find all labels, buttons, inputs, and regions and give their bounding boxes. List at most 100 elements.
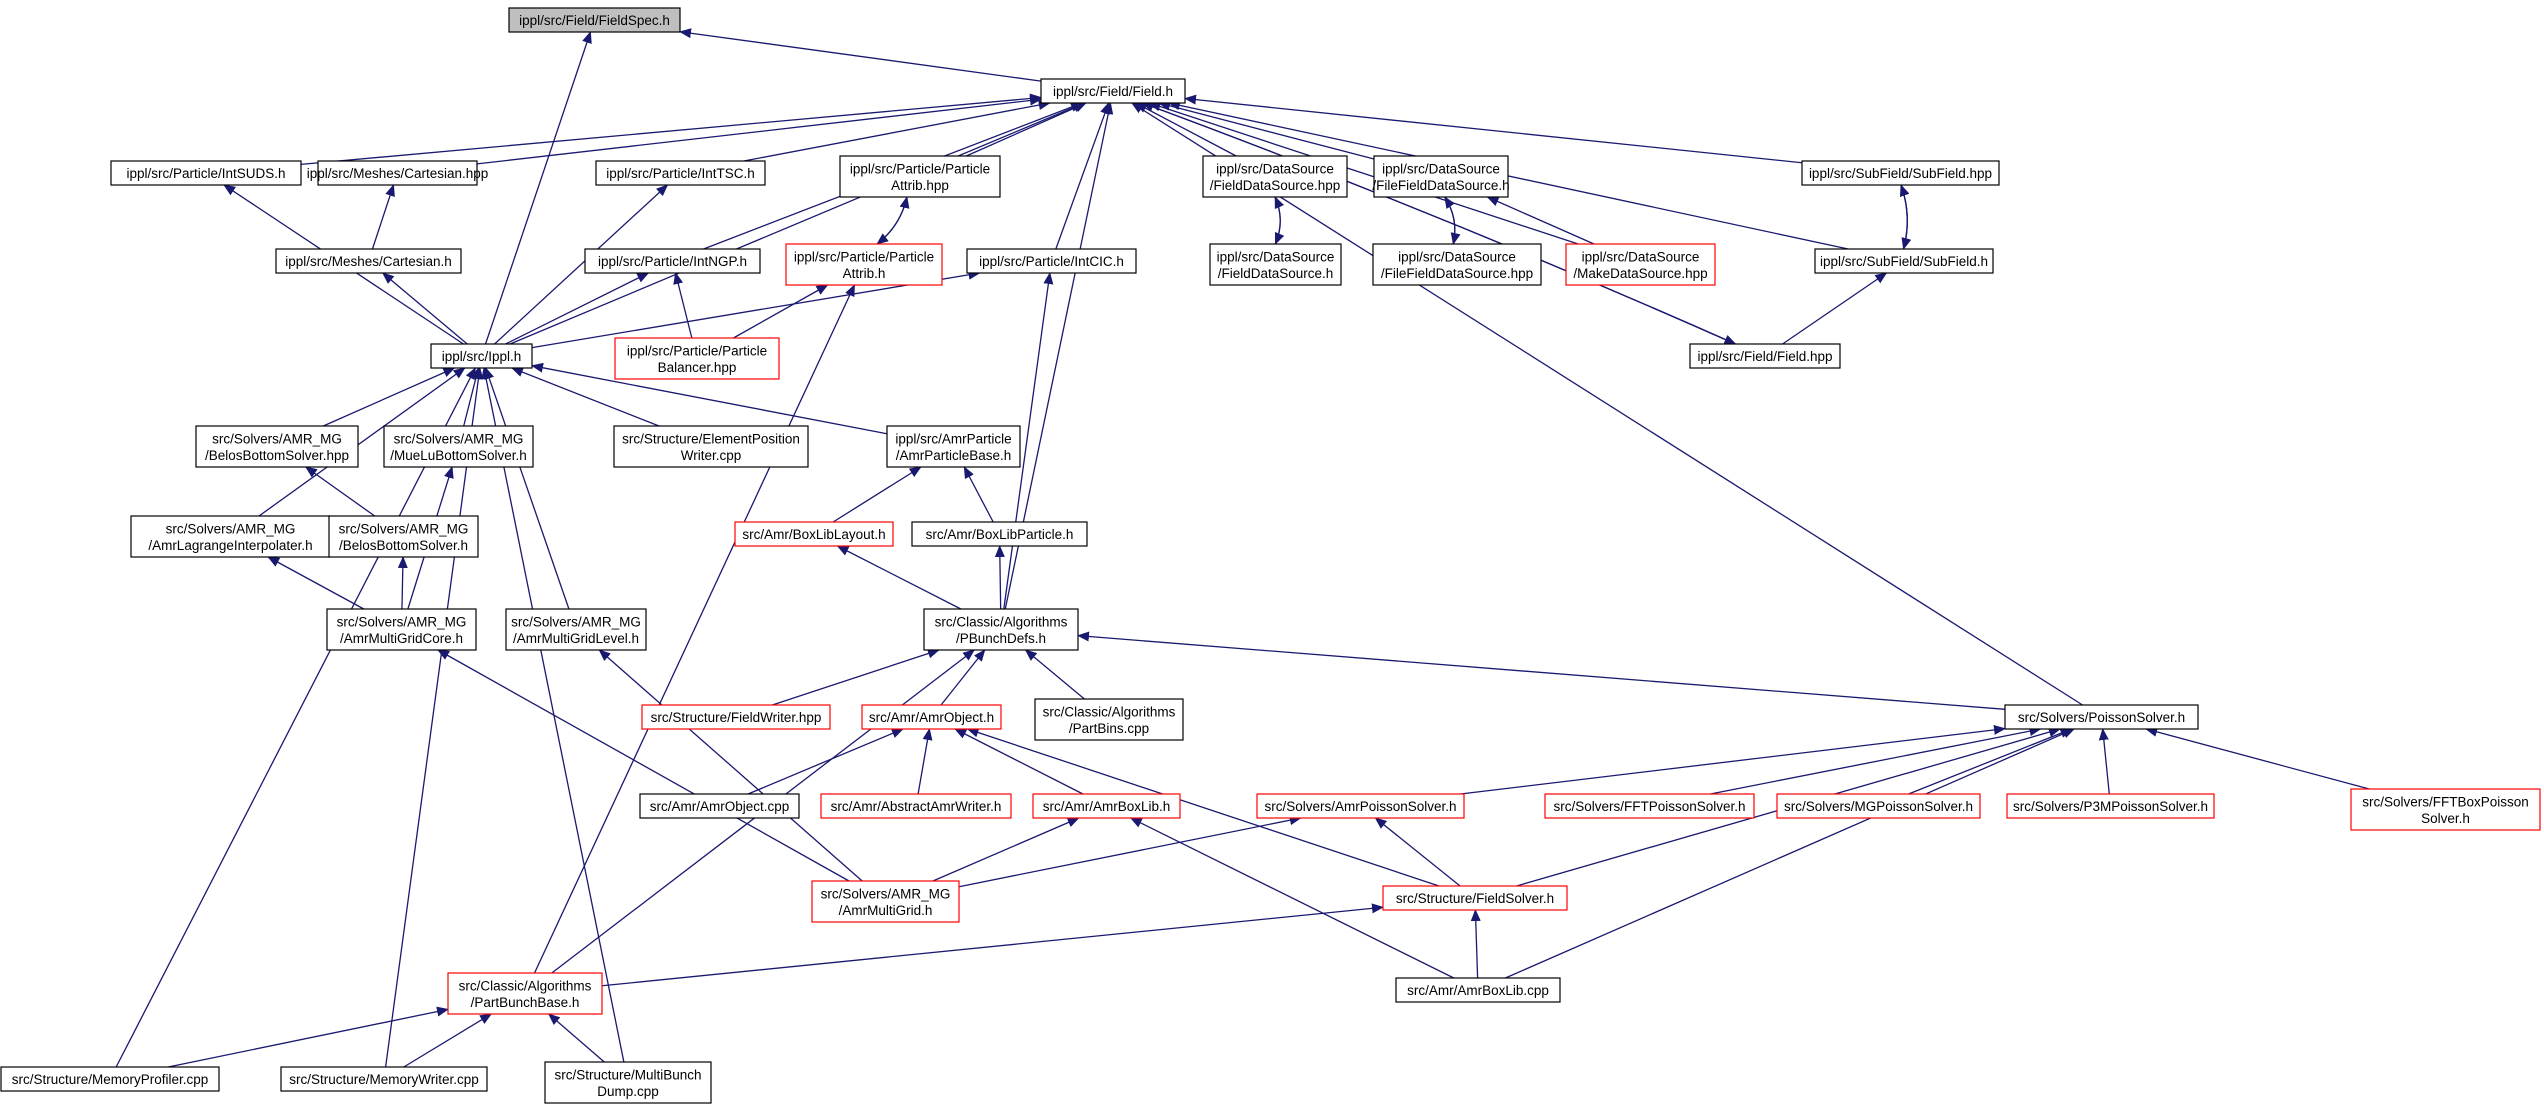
node-box xyxy=(280,1066,488,1092)
node-label: /BelosBottomSolver.h xyxy=(339,538,468,553)
node-amrmglevel_h[interactable]: src/Solvers/AMR_MG/AmrMultiGridLevel.h xyxy=(505,608,647,651)
node-subfield_h[interactable]: ippl/src/SubField/SubField.h xyxy=(1814,248,1994,274)
node-label: src/Solvers/AMR_MG xyxy=(511,614,641,629)
node-box xyxy=(1689,343,1841,369)
edge-fieldsolver_h-to-amrobject_h xyxy=(966,727,1440,887)
node-boxparticle_h[interactable]: src/Amr/BoxLibParticle.h xyxy=(911,521,1088,547)
node-fds_hpp[interactable]: ippl/src/DataSource/FieldDataSource.hpp xyxy=(1202,155,1348,198)
node-cart_h[interactable]: ippl/src/Meshes/Cartesian.h xyxy=(275,248,462,274)
edge-subfield_hpp-to-subfield_h xyxy=(1900,184,1912,250)
node-label: src/Amr/AmrBoxLib.h xyxy=(1043,799,1171,814)
node-box xyxy=(1776,793,1981,819)
node-mds_hpp[interactable]: ippl/src/DataSource/MakeDataSource.hpp xyxy=(1565,243,1716,286)
node-amrmgcore_h[interactable]: src/Solvers/AMR_MG/AmrMultiGridCore.h xyxy=(326,608,477,651)
node-inttsc[interactable]: ippl/src/Particle/IntTSC.h xyxy=(595,160,766,186)
edge-amrpb_h-to-ippl_h xyxy=(531,362,888,435)
node-boxlayout_h[interactable]: src/Amr/BoxLibLayout.h xyxy=(734,521,894,547)
node-memprofiler_cpp[interactable]: src/Structure/MemoryProfiler.cpp xyxy=(0,1066,220,1092)
node-intsuds[interactable]: ippl/src/Particle/IntSUDS.h xyxy=(110,160,302,186)
node-field_hpp[interactable]: ippl/src/Field/Field.hpp xyxy=(1689,343,1841,369)
node-label: src/Amr/BoxLibLayout.h xyxy=(742,527,885,542)
node-label: /AmrMultiGrid.h xyxy=(839,903,933,918)
node-fieldwriter_hpp[interactable]: src/Structure/FieldWriter.hpp xyxy=(641,704,831,730)
edge-p3mpoisson_h-to-poisson_h xyxy=(2098,728,2110,795)
edge-ippl_h-to-cart_h xyxy=(382,272,468,345)
node-label: src/Classic/Algorithms xyxy=(935,614,1068,629)
node-fftpoisson_h[interactable]: src/Solvers/FFTPoissonSolver.h xyxy=(1544,793,1755,819)
node-mgpoisson_h[interactable]: src/Solvers/MGPoissonSolver.h xyxy=(1776,793,1981,819)
node-label: ippl/src/Particle/Particle xyxy=(794,249,934,264)
node-label: ippl/src/Particle/Particle xyxy=(850,161,990,176)
node-label: src/Structure/FieldWriter.hpp xyxy=(651,710,822,725)
node-amrobject_h[interactable]: src/Amr/AmrObject.h xyxy=(861,704,1002,730)
edge-amrobject_h-to-pbunchdefs_h xyxy=(940,649,986,706)
node-box xyxy=(2004,704,2199,730)
node-label: /AmrParticleBase.h xyxy=(896,448,1012,463)
edge-memwriter_cpp-to-partbunchbase_h xyxy=(403,1013,493,1068)
node-label: Attrib.h xyxy=(843,266,886,281)
node-cart_hpp[interactable]: ippl/src/Meshes/Cartesian.hpp xyxy=(307,160,489,186)
edge-subfield_hpp-to-field_h xyxy=(1184,94,1803,164)
node-label: src/Structure/MultiBunch xyxy=(554,1067,701,1082)
node-amrobject_cpp[interactable]: src/Amr/AmrObject.cpp xyxy=(639,793,800,819)
node-amrboxlib_h[interactable]: src/Amr/AmrBoxLib.h xyxy=(1032,793,1181,819)
node-box xyxy=(1209,243,1342,286)
node-box xyxy=(1372,243,1542,286)
node-intngp[interactable]: ippl/src/Particle/IntNGP.h xyxy=(584,248,761,274)
edge-cart_hpp-to-field_h xyxy=(476,95,1042,165)
node-amrpoisson_h[interactable]: src/Solvers/AmrPoissonSolver.h xyxy=(1256,793,1465,819)
node-belos_hpp[interactable]: src/Solvers/AMR_MG/BelosBottomSolver.hpp xyxy=(195,425,359,468)
node-amrlag_h[interactable]: src/Solvers/AMR_MG/AmrLagrangeInterpolat… xyxy=(130,515,331,558)
node-label: src/Solvers/AMR_MG xyxy=(337,614,467,629)
node-abstractamrwriter_h[interactable]: src/Amr/AbstractAmrWriter.h xyxy=(820,793,1012,819)
edge-memprofiler_cpp-to-ippl_h xyxy=(115,367,476,1068)
node-partbins_cpp[interactable]: src/Classic/Algorithms/PartBins.cpp xyxy=(1034,698,1184,741)
node-fieldsolver_h[interactable]: src/Structure/FieldSolver.h xyxy=(1382,885,1568,911)
node-box xyxy=(584,248,761,274)
node-label: ippl/src/Particle/IntNGP.h xyxy=(598,254,747,269)
node-ffds_h[interactable]: ippl/src/DataSource/FileFieldDataSource.… xyxy=(1372,155,1510,198)
node-amrpb_h[interactable]: ippl/src/AmrParticle/AmrParticleBase.h xyxy=(886,425,1021,468)
node-partbunchbase_h[interactable]: src/Classic/Algorithms/PartBunchBase.h xyxy=(447,972,603,1015)
node-label: /PartBunchBase.h xyxy=(471,995,580,1010)
node-box xyxy=(110,160,302,186)
node-field_h[interactable]: ippl/src/Field/Field.h xyxy=(1040,78,1186,104)
edge-amrmg_h-to-amrmgcore_h xyxy=(437,649,850,882)
edge-amrboxlib_cpp-to-poisson_h xyxy=(1505,728,2076,979)
node-belos_h[interactable]: src/Solvers/AMR_MG/BelosBottomSolver.h xyxy=(328,515,479,558)
node-box xyxy=(1565,243,1716,286)
node-label: ippl/src/Particle/IntCIC.h xyxy=(979,254,1124,269)
node-memwriter_cpp[interactable]: src/Structure/MemoryWriter.cpp xyxy=(280,1066,488,1092)
node-fds_h[interactable]: ippl/src/DataSource/FieldDataSource.h xyxy=(1209,243,1342,286)
node-ffds_hpp[interactable]: ippl/src/DataSource/FileFieldDataSource.… xyxy=(1372,243,1542,286)
edge-memwriter_cpp-to-ippl_h xyxy=(384,367,484,1068)
node-intcic[interactable]: ippl/src/Particle/IntCIC.h xyxy=(966,248,1137,274)
node-box xyxy=(613,425,809,468)
edge-ippl_h-to-intngp xyxy=(505,272,650,345)
node-label: ippl/src/DataSource xyxy=(1398,249,1516,264)
node-poisson_h[interactable]: src/Solvers/PoissonSolver.h xyxy=(2004,704,2199,730)
node-p3mpoisson_h[interactable]: src/Solvers/P3MPoissonSolver.h xyxy=(2006,793,2215,819)
node-muelu_h[interactable]: src/Solvers/AMR_MG/MueLuBottomSolver.h xyxy=(383,425,534,468)
node-amrmg_h[interactable]: src/Solvers/AMR_MG/AmrMultiGrid.h xyxy=(811,880,960,923)
edge-boxlayout_h-to-amrpb_h xyxy=(832,466,922,523)
node-box xyxy=(734,521,894,547)
edge-amrmgcore_h-to-belos_h xyxy=(397,556,408,610)
edge-partbins_cpp-to-pbunchdefs_h xyxy=(1024,649,1085,700)
node-fieldspec[interactable]: ippl/src/Field/FieldSpec.h xyxy=(508,7,681,33)
node-subfield_hpp[interactable]: ippl/src/SubField/SubField.hpp xyxy=(1801,160,2000,186)
node-ippl_h[interactable]: ippl/src/Ippl.h xyxy=(430,343,533,369)
node-box xyxy=(130,515,331,558)
node-pbunchdefs_h[interactable]: src/Classic/Algorithms/PBunchDefs.h xyxy=(923,608,1079,651)
node-amrboxlib_cpp[interactable]: src/Amr/AmrBoxLib.cpp xyxy=(1395,977,1561,1003)
node-label: src/Structure/FieldSolver.h xyxy=(1396,891,1554,906)
node-box xyxy=(430,343,533,369)
edge-pbal_hpp-to-pattrib_h xyxy=(733,284,829,339)
node-label: src/Amr/AbstractAmrWriter.h xyxy=(831,799,1002,814)
